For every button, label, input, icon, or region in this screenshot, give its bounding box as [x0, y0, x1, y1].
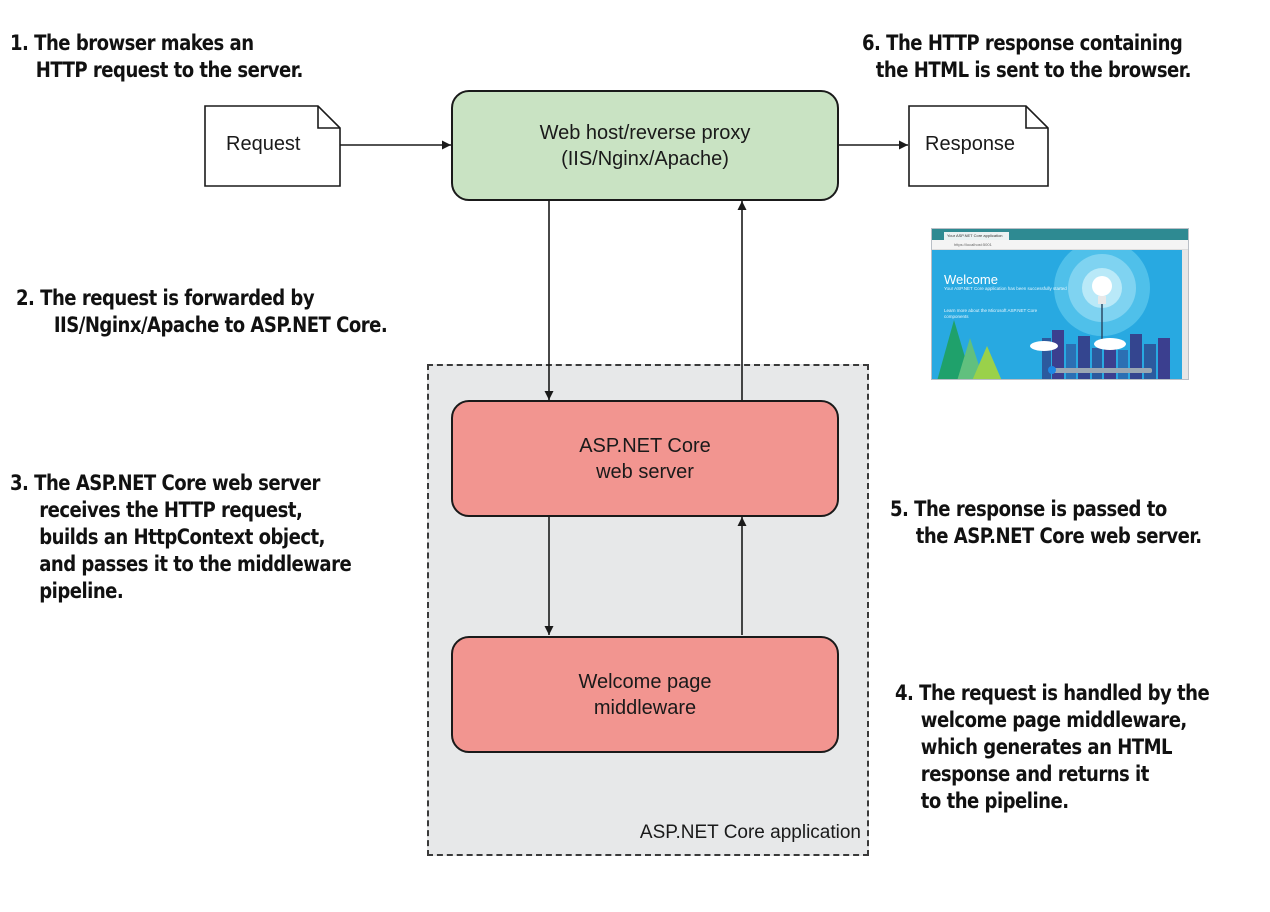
asp-net-core-web-server-box: ASP.NET Core web server [451, 400, 839, 517]
web-host-line-1: Web host/reverse proxy [539, 121, 751, 144]
step-3-line-2: receives the HTTP request, [39, 498, 303, 522]
step-5-line-2: the ASP.NET Core web server. [915, 524, 1202, 548]
welcome-illustration [937, 250, 1170, 379]
response-label: Response [925, 133, 1016, 155]
web-host-reverse-proxy-box: Web host/reverse proxy (IIS/Nginx/Apache… [451, 90, 839, 201]
step-2-note: 2. The request is forwarded by IIS/Nginx… [16, 285, 388, 339]
step-1-line-2: HTTP request to the server. [35, 58, 304, 82]
request-document-shape [204, 105, 341, 187]
step-1-note: 1. The browser makes an HTTP request to … [10, 30, 303, 84]
step-5-line-1: 5. The response is passed to [890, 497, 1167, 521]
welcome-heading: Welcome [944, 272, 998, 287]
middleware-line-2: middleware [593, 696, 697, 719]
step-6-line-1: 6. The HTTP response containing [862, 31, 1183, 55]
step-2-line-1: 2. The request is forwarded by [16, 286, 315, 310]
browser-tab: Your ASP.NET Core application [944, 232, 1009, 240]
browser-tab-bar: Your ASP.NET Core application [932, 229, 1188, 240]
web-server-line-2: web server [596, 460, 694, 483]
step-4-line-4: response and returns it [920, 762, 1150, 786]
step-6-note: 6. The HTTP response containing the HTML… [862, 30, 1191, 84]
browser-welcome-page-preview: Your ASP.NET Core application https://lo… [931, 228, 1189, 380]
step-3-line-3: builds an HttpContext object, [39, 525, 326, 549]
step-4-line-3: which generates an HTML [920, 735, 1173, 759]
step-1-line-1: 1. The browser makes an [10, 31, 254, 55]
step-3-line-5: pipeline. [39, 579, 124, 603]
step-2-line-2: IIS/Nginx/Apache to ASP.NET Core. [53, 313, 388, 337]
step-4-line-5: to the pipeline. [920, 789, 1069, 813]
request-document: Request [204, 105, 341, 187]
response-document: Response [908, 105, 1049, 187]
welcome-learn-more-link[interactable]: Learn more about the Microsoft ASP.NET C… [944, 308, 1038, 319]
browser-address-bar: https://localhost:5001 [932, 240, 1188, 250]
step-5-note: 5. The response is passed to the ASP.NET… [890, 496, 1202, 550]
step-3-line-1: 3. The ASP.NET Core web server [10, 471, 320, 495]
middleware-line-1: Welcome page [578, 670, 712, 693]
app-region-label: ASP.NET Core application [639, 822, 861, 843]
request-label: Request [226, 133, 301, 155]
web-server-line-1: ASP.NET Core [579, 434, 711, 457]
step-4-note: 4. The request is handled by the welcome… [895, 680, 1210, 815]
step-3-line-4: and passes it to the middleware [39, 552, 352, 576]
step-6-line-2: the HTML is sent to the browser. [875, 58, 1192, 82]
response-document-shape [908, 105, 1049, 187]
step-4-line-1: 4. The request is handled by the [895, 681, 1210, 705]
step-3-note: 3. The ASP.NET Core web server receives … [10, 470, 352, 605]
web-host-line-2: (IIS/Nginx/Apache) [561, 147, 729, 170]
lightbulb-icon [1092, 276, 1112, 296]
welcome-page-content: Welcome Your ASP.NET Core application ha… [932, 250, 1182, 379]
browser-scrollbar[interactable] [1182, 250, 1188, 379]
welcome-body-text: Your ASP.NET Core application has been s… [944, 286, 1067, 291]
step-4-line-2: welcome page middleware, [920, 708, 1187, 732]
welcome-page-middleware-box: Welcome page middleware [451, 636, 839, 753]
